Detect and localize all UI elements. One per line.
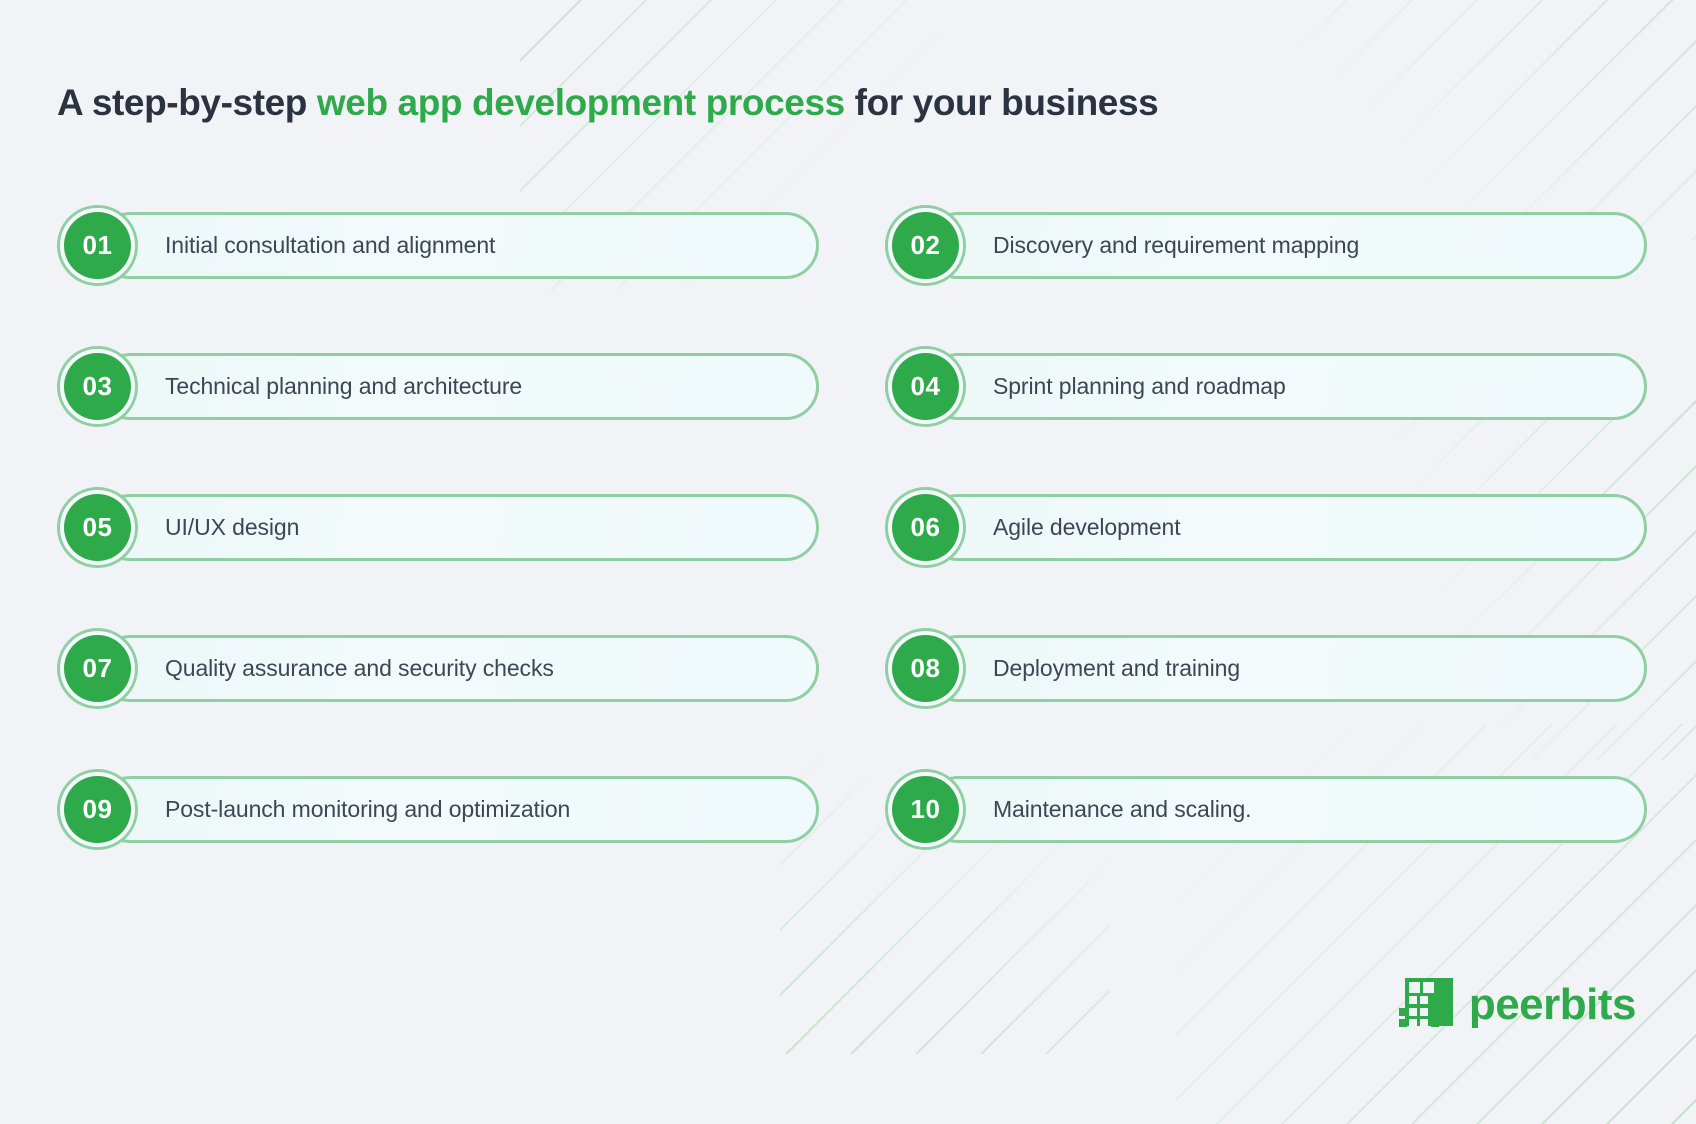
- peerbits-pixel-square-icon: [1398, 978, 1453, 1027]
- step-number-badge: 01: [64, 212, 131, 279]
- process-step-09[interactable]: 09 Post-launch monitoring and optimizati…: [57, 769, 819, 850]
- step-pill-background: [97, 353, 819, 420]
- step-number-badge: 10: [892, 776, 959, 843]
- step-number-badge: 09: [64, 776, 131, 843]
- step-pill-background: [925, 212, 1647, 279]
- step-number-badge: 07: [64, 635, 131, 702]
- step-pill-background: [97, 776, 819, 843]
- process-step-08[interactable]: 08 Deployment and training: [885, 628, 1647, 709]
- brand-logo: peerbits: [1398, 978, 1637, 1032]
- step-label: Discovery and requirement mapping: [993, 232, 1360, 258]
- page-title-prefix: A step-by-step: [57, 81, 317, 123]
- step-label: Sprint planning and roadmap: [993, 373, 1286, 399]
- step-number-badge: 08: [892, 635, 959, 702]
- process-step-list: 01 Initial consultation and alignment 02…: [57, 205, 1647, 850]
- step-pill-background: [97, 494, 819, 561]
- step-number-badge: 05: [64, 494, 131, 561]
- process-step-01[interactable]: 01 Initial consultation and alignment: [57, 205, 819, 286]
- page-title-suffix: for your business: [844, 81, 1159, 123]
- step-label: Maintenance and scaling.: [993, 796, 1252, 822]
- step-label: Technical planning and architecture: [165, 373, 523, 399]
- step-pill-background: [925, 776, 1647, 843]
- step-label: Quality assurance and security checks: [165, 655, 554, 681]
- process-step-10[interactable]: 10 Maintenance and scaling.: [885, 769, 1647, 850]
- step-label: Initial consultation and alignment: [165, 232, 496, 258]
- process-step-02[interactable]: 02 Discovery and requirement mapping: [885, 205, 1647, 286]
- step-label: Post-launch monitoring and optimization: [165, 796, 571, 822]
- background-stripes-top-right: [1296, 0, 1696, 240]
- step-number-badge: 06: [892, 494, 959, 561]
- process-step-05[interactable]: 05 UI/UX design: [57, 487, 819, 568]
- step-pill-background: [97, 212, 819, 279]
- page-title: A step-by-step web app development proce…: [57, 81, 1159, 124]
- step-pill-background: [925, 494, 1647, 561]
- step-number-badge: 02: [892, 212, 959, 279]
- step-number-badge: 03: [64, 353, 131, 420]
- process-step-04[interactable]: 04 Sprint planning and roadmap: [885, 346, 1647, 427]
- step-label: Agile development: [993, 514, 1181, 540]
- brand-wordmark: peerbits: [1468, 980, 1637, 1029]
- step-number-badge: 04: [892, 353, 959, 420]
- page-title-highlight: web app development process: [316, 81, 845, 123]
- process-step-07[interactable]: 07 Quality assurance and security checks: [57, 628, 819, 709]
- step-pill-background: [925, 635, 1647, 702]
- process-step-03[interactable]: 03 Technical planning and architecture: [57, 346, 819, 427]
- step-label: Deployment and training: [993, 655, 1241, 681]
- step-label: UI/UX design: [165, 514, 300, 540]
- process-step-06[interactable]: 06 Agile development: [885, 487, 1647, 568]
- step-pill-background: [925, 353, 1647, 420]
